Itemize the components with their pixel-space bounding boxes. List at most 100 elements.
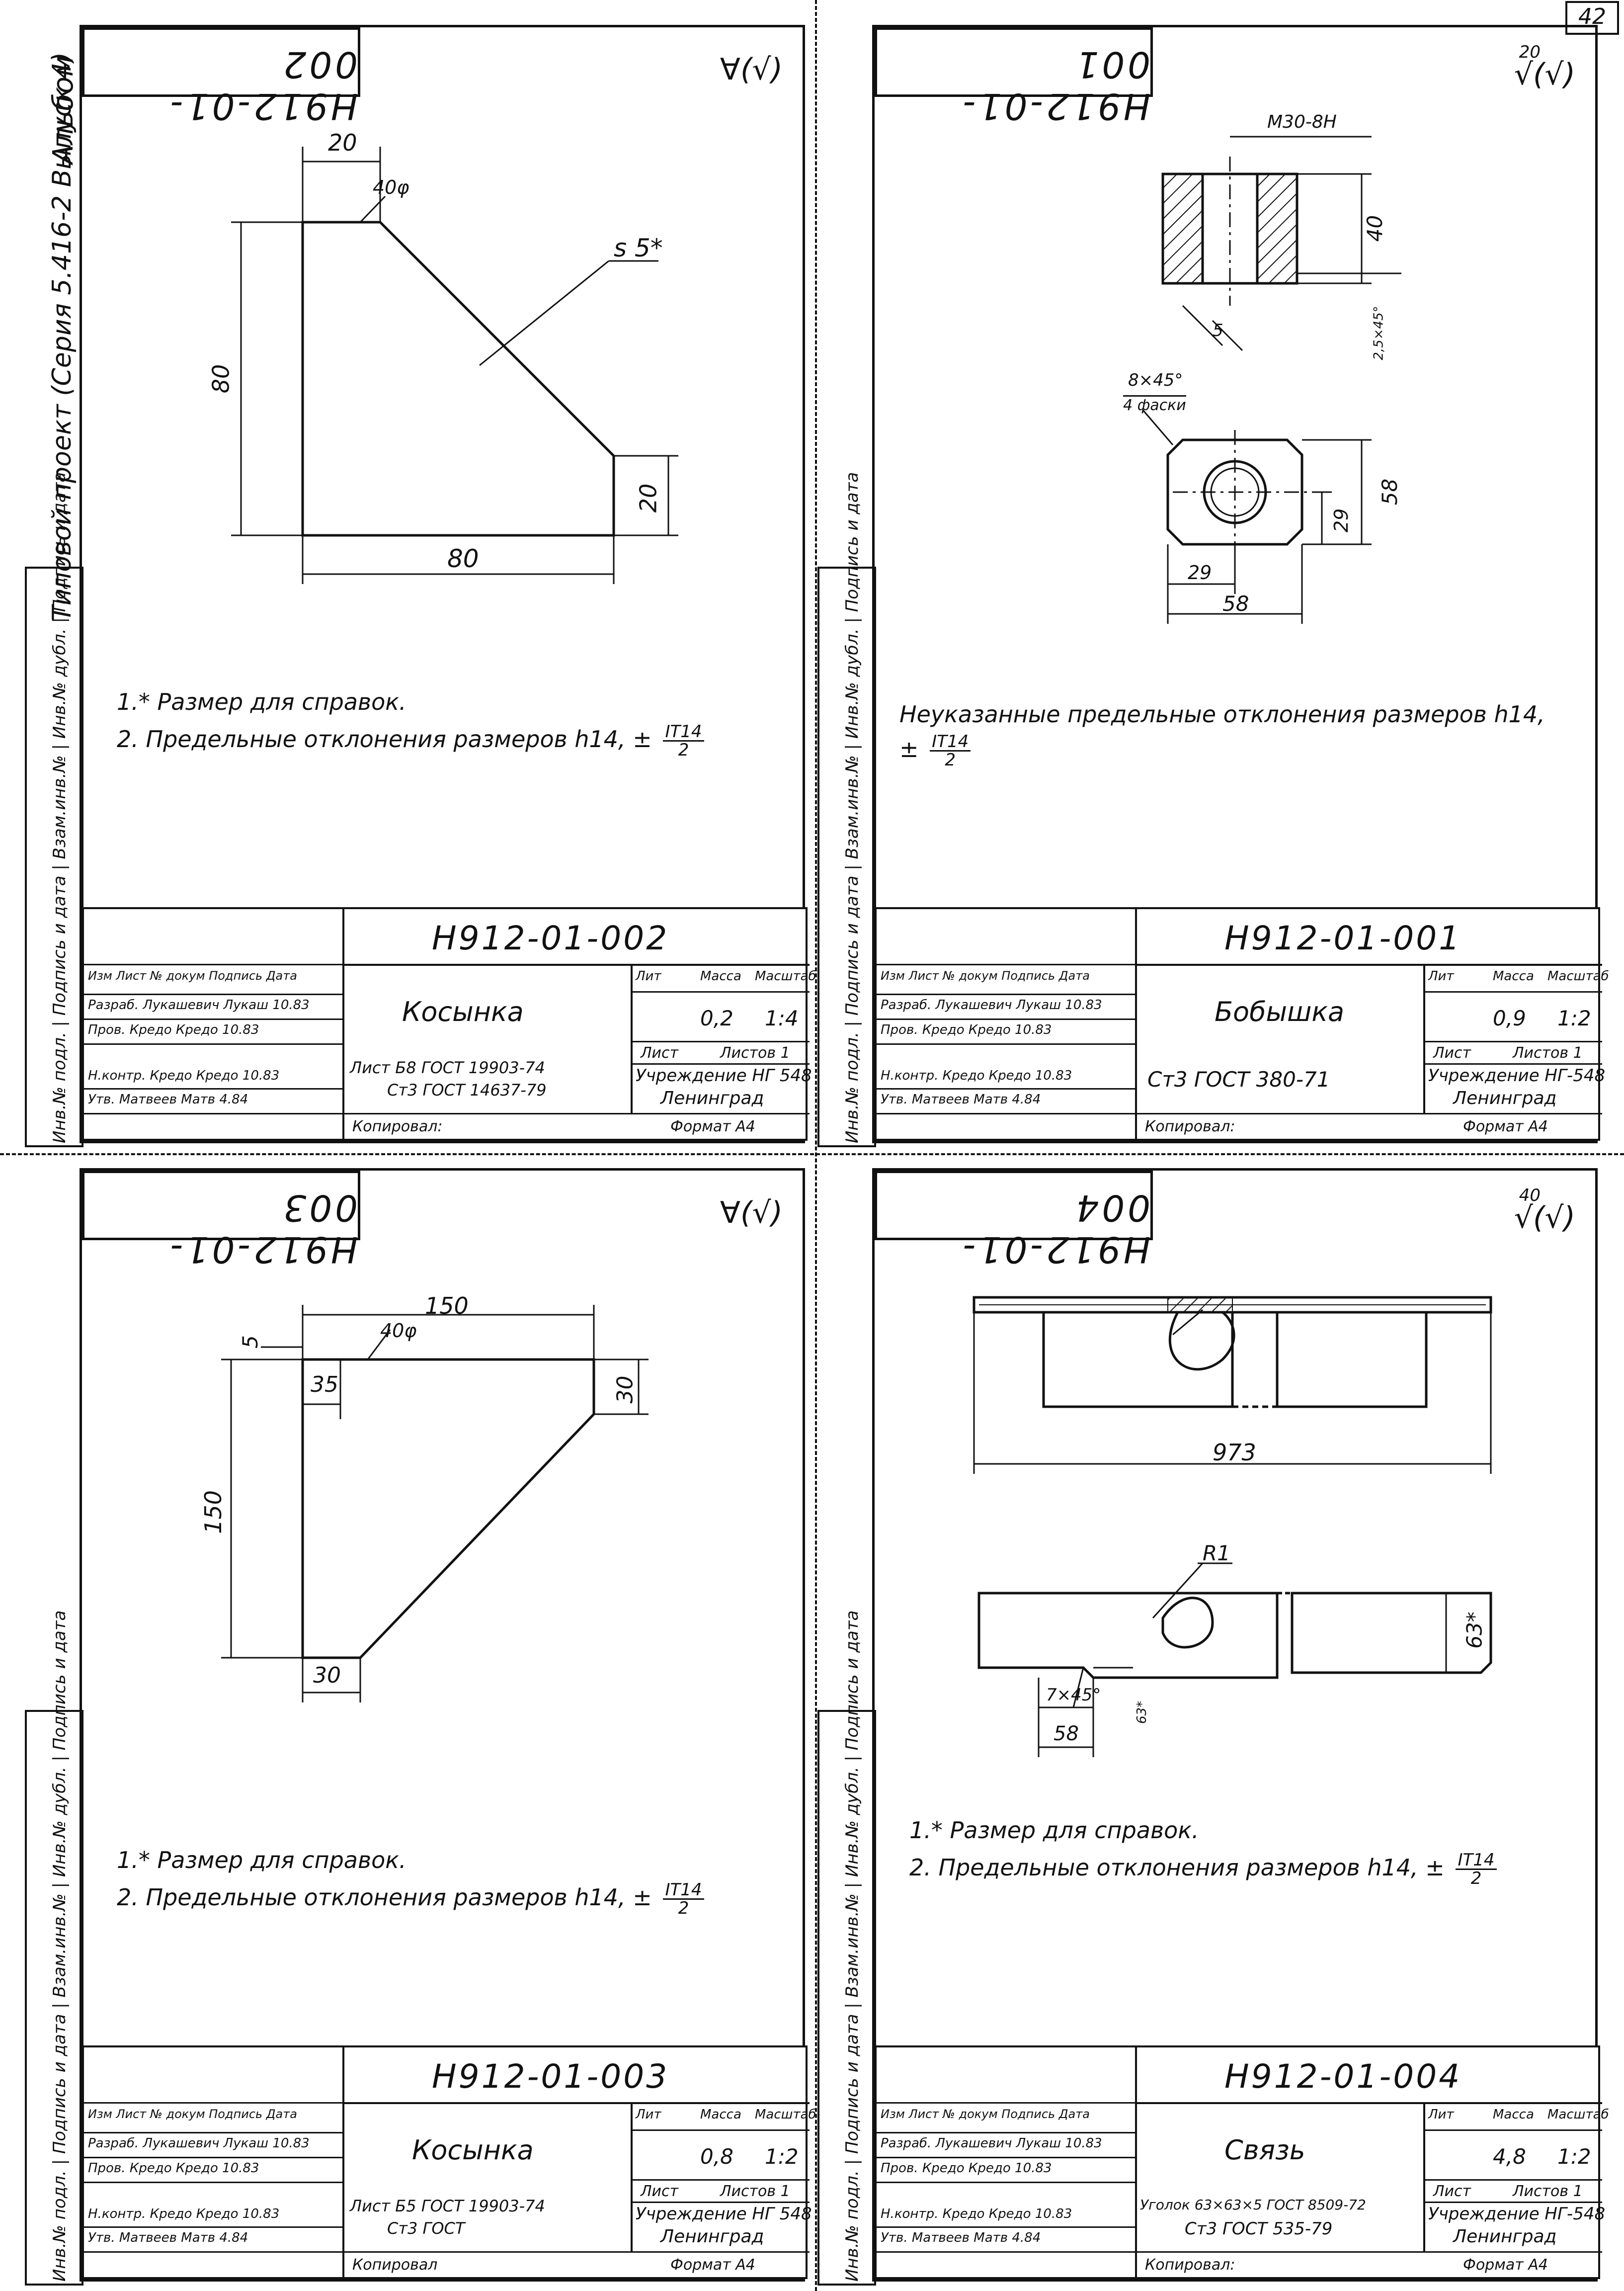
tb-mass: 0,9 xyxy=(1493,1006,1526,1030)
tb-material-2: Ст3 ГОСТ 535-79 xyxy=(1185,2219,1333,2239)
dim-top: 150 xyxy=(425,1292,469,1319)
tb-org-2: Ленинград xyxy=(660,2226,764,2247)
tb-format: Формат А4 xyxy=(1463,1118,1548,1135)
tb-row-4: Утв. Матвеев Матв 4.84 xyxy=(881,1092,1041,1107)
tb-mass-label: Масса xyxy=(700,2107,741,2122)
side-strip-2 xyxy=(25,1710,83,2286)
tb-material-1: Уголок 63×63×5 ГОСТ 8509-72 xyxy=(1140,2197,1366,2213)
dim-angle: 40φ xyxy=(380,1320,417,1342)
tb-scale: 1:2 xyxy=(1557,2144,1591,2169)
sheet-002: Н912-01-002 ∀(√) 20 40φ s 5* 80 20 80 1.… xyxy=(80,25,816,1143)
dim-height: 40 xyxy=(1363,215,1387,242)
stamp-box: Н912-01-001 xyxy=(875,27,1153,127)
title-block: Н912-01-002 Косынка Лист Б8 ГОСТ 19903-7… xyxy=(82,907,816,1143)
tb-name: Связь xyxy=(1224,2134,1305,2166)
dim-bottom: 30 xyxy=(313,1663,341,1688)
gusset-outline xyxy=(301,1358,595,1659)
tb-scale-label: Масштаб xyxy=(1547,2107,1609,2122)
dim-right: 58 xyxy=(1378,478,1402,506)
tb-row-2: Пров. Кредо Кредо 10.83 xyxy=(881,1022,1052,1037)
tb-name: Косынка xyxy=(402,996,524,1027)
note-1: 1.* Размер для справок. xyxy=(909,1817,1199,1844)
tb-material-2: Ст3 ГОСТ 14637-79 xyxy=(387,1081,547,1100)
tb-copied: Копировал: xyxy=(352,1118,443,1135)
tb-material-1: Лист Б5 ГОСТ 19903-74 xyxy=(350,2197,545,2215)
tb-row-0: Изм Лист № докум Подпись Дата xyxy=(881,969,1090,983)
sheet-004: Н912-01-004 40 √(√) xyxy=(872,1168,1609,2282)
tb-row-0: Изм Лист № докум Подпись Дата xyxy=(88,2107,297,2121)
tb-format: Формат А4 xyxy=(670,1118,755,1135)
tb-row-3: Н.контр. Кредо Кредо 10.83 xyxy=(881,1068,1072,1083)
dim-length: 973 xyxy=(1213,1439,1256,1466)
dim-chamfer-depth: 2,5×45° xyxy=(1371,306,1386,360)
tb-row-4: Утв. Матвеев Матв 4.84 xyxy=(88,1092,248,1107)
tb-sheet-label: Лист xyxy=(1433,2183,1471,2200)
tb-org-1: Учреждение НГ-548 xyxy=(1428,2204,1606,2224)
tb-sheets-label: Листов 1 xyxy=(1513,2183,1583,2200)
tb-copied: Копировал xyxy=(352,2256,438,2274)
tb-row-2: Пров. Кредо Кредо 10.83 xyxy=(88,2161,259,2176)
tb-row-2: Пров. Кредо Кредо 10.83 xyxy=(881,2161,1052,2176)
tb-mass: 0,8 xyxy=(700,2144,733,2169)
note-2: 2. Предельные отклонения размеров h14, ±… xyxy=(117,1881,704,1917)
tb-org-1: Учреждение НГ 548 xyxy=(636,2204,812,2224)
dim-bottom: 58 xyxy=(1222,592,1249,616)
tb-lit-label: Лит xyxy=(636,969,661,984)
dim-inner: 35 xyxy=(311,1372,338,1397)
tb-mass: 4,8 xyxy=(1493,2144,1526,2169)
tb-name: Бобышка xyxy=(1215,996,1345,1027)
tb-sheets-label: Листов 1 xyxy=(720,2183,790,2200)
tb-code: Н912-01-003 xyxy=(432,2057,669,2096)
tb-mass-label: Масса xyxy=(1493,2107,1534,2122)
stamp-box: Н912-01-003 xyxy=(82,1171,360,1271)
tb-row-4: Утв. Матвеев Матв 4.84 xyxy=(88,2230,248,2245)
dim-chamfer-small: 5 xyxy=(1213,321,1223,340)
tb-mass-label: Масса xyxy=(700,969,741,984)
tb-row-1: Разраб. Лукашевич Лукаш 10.83 xyxy=(88,2136,310,2151)
tb-org-1: Учреждение НГ-548 xyxy=(1428,1066,1606,1086)
roughness-mark: ∀(√) xyxy=(720,1195,783,1230)
sheet-003: Н912-01-003 ∀(√) 150 40φ 5 35 30 150 3 xyxy=(80,1168,816,2282)
tb-sheets-label: Листов 1 xyxy=(720,1044,790,1062)
dim-bottom-half: 29 xyxy=(1188,562,1212,584)
dim-gap: 5 xyxy=(238,1335,262,1349)
tb-material-1: Лист Б8 ГОСТ 19903-74 xyxy=(350,1058,545,1077)
dim-chamfer-note: 4 фаски xyxy=(1123,395,1186,414)
dim-chamfer: 7×45° xyxy=(1046,1685,1101,1705)
tb-format: Формат А4 xyxy=(1463,2256,1548,2274)
tb-code: Н912-01-001 xyxy=(1224,919,1462,957)
title-block: Н912-01-003 Косынка Лист Б5 ГОСТ 19903-7… xyxy=(82,2045,816,2281)
title-block: Н912-01-001 Бобышка Ст3 ГОСТ 380-71 Лит … xyxy=(875,907,1609,1143)
tb-row-1: Разраб. Лукашевич Лукаш 10.83 xyxy=(881,2136,1102,2151)
tb-org-2: Ленинград xyxy=(660,1088,764,1108)
side-strip-4 xyxy=(817,1710,876,2286)
side-strip-3 xyxy=(817,567,876,1147)
dim-bottom: 58 xyxy=(1054,1722,1079,1745)
tb-sheet-label: Лист xyxy=(641,2183,679,2200)
tb-org-1: Учреждение НГ 548 xyxy=(636,1066,812,1086)
title-block: Н912-01-004 Связь Уголок 63×63×5 ГОСТ 85… xyxy=(875,2045,1609,2281)
divider-vertical xyxy=(815,0,817,2291)
note-2: 2. Предельные отклонения размеров h14, ±… xyxy=(909,1852,1497,1887)
tb-row-4: Утв. Матвеев Матв 4.84 xyxy=(881,2230,1041,2245)
drawing-gusset-002 xyxy=(231,147,678,584)
tb-mass-label: Масса xyxy=(1493,969,1534,984)
tb-material-1: Ст3 ГОСТ 380-71 xyxy=(1147,1067,1330,1092)
tb-scale-label: Масштаб xyxy=(755,2107,816,2122)
tb-scale-label: Масштаб xyxy=(755,969,816,984)
tb-scale: 1:2 xyxy=(1557,1006,1591,1030)
tb-lit-label: Лит xyxy=(1428,969,1454,984)
dim-left: 80 xyxy=(207,364,235,394)
tb-scale: 1:2 xyxy=(765,2144,799,2169)
tb-code: Н912-01-004 xyxy=(1224,2057,1462,2096)
tb-row-3: Н.контр. Кредо Кредо 10.83 xyxy=(881,2206,1072,2221)
tb-code: Н912-01-002 xyxy=(432,919,669,957)
tb-mass: 0,2 xyxy=(700,1006,733,1030)
dim-angle: 40φ xyxy=(373,176,409,198)
tb-copied: Копировал: xyxy=(1145,2256,1235,2274)
